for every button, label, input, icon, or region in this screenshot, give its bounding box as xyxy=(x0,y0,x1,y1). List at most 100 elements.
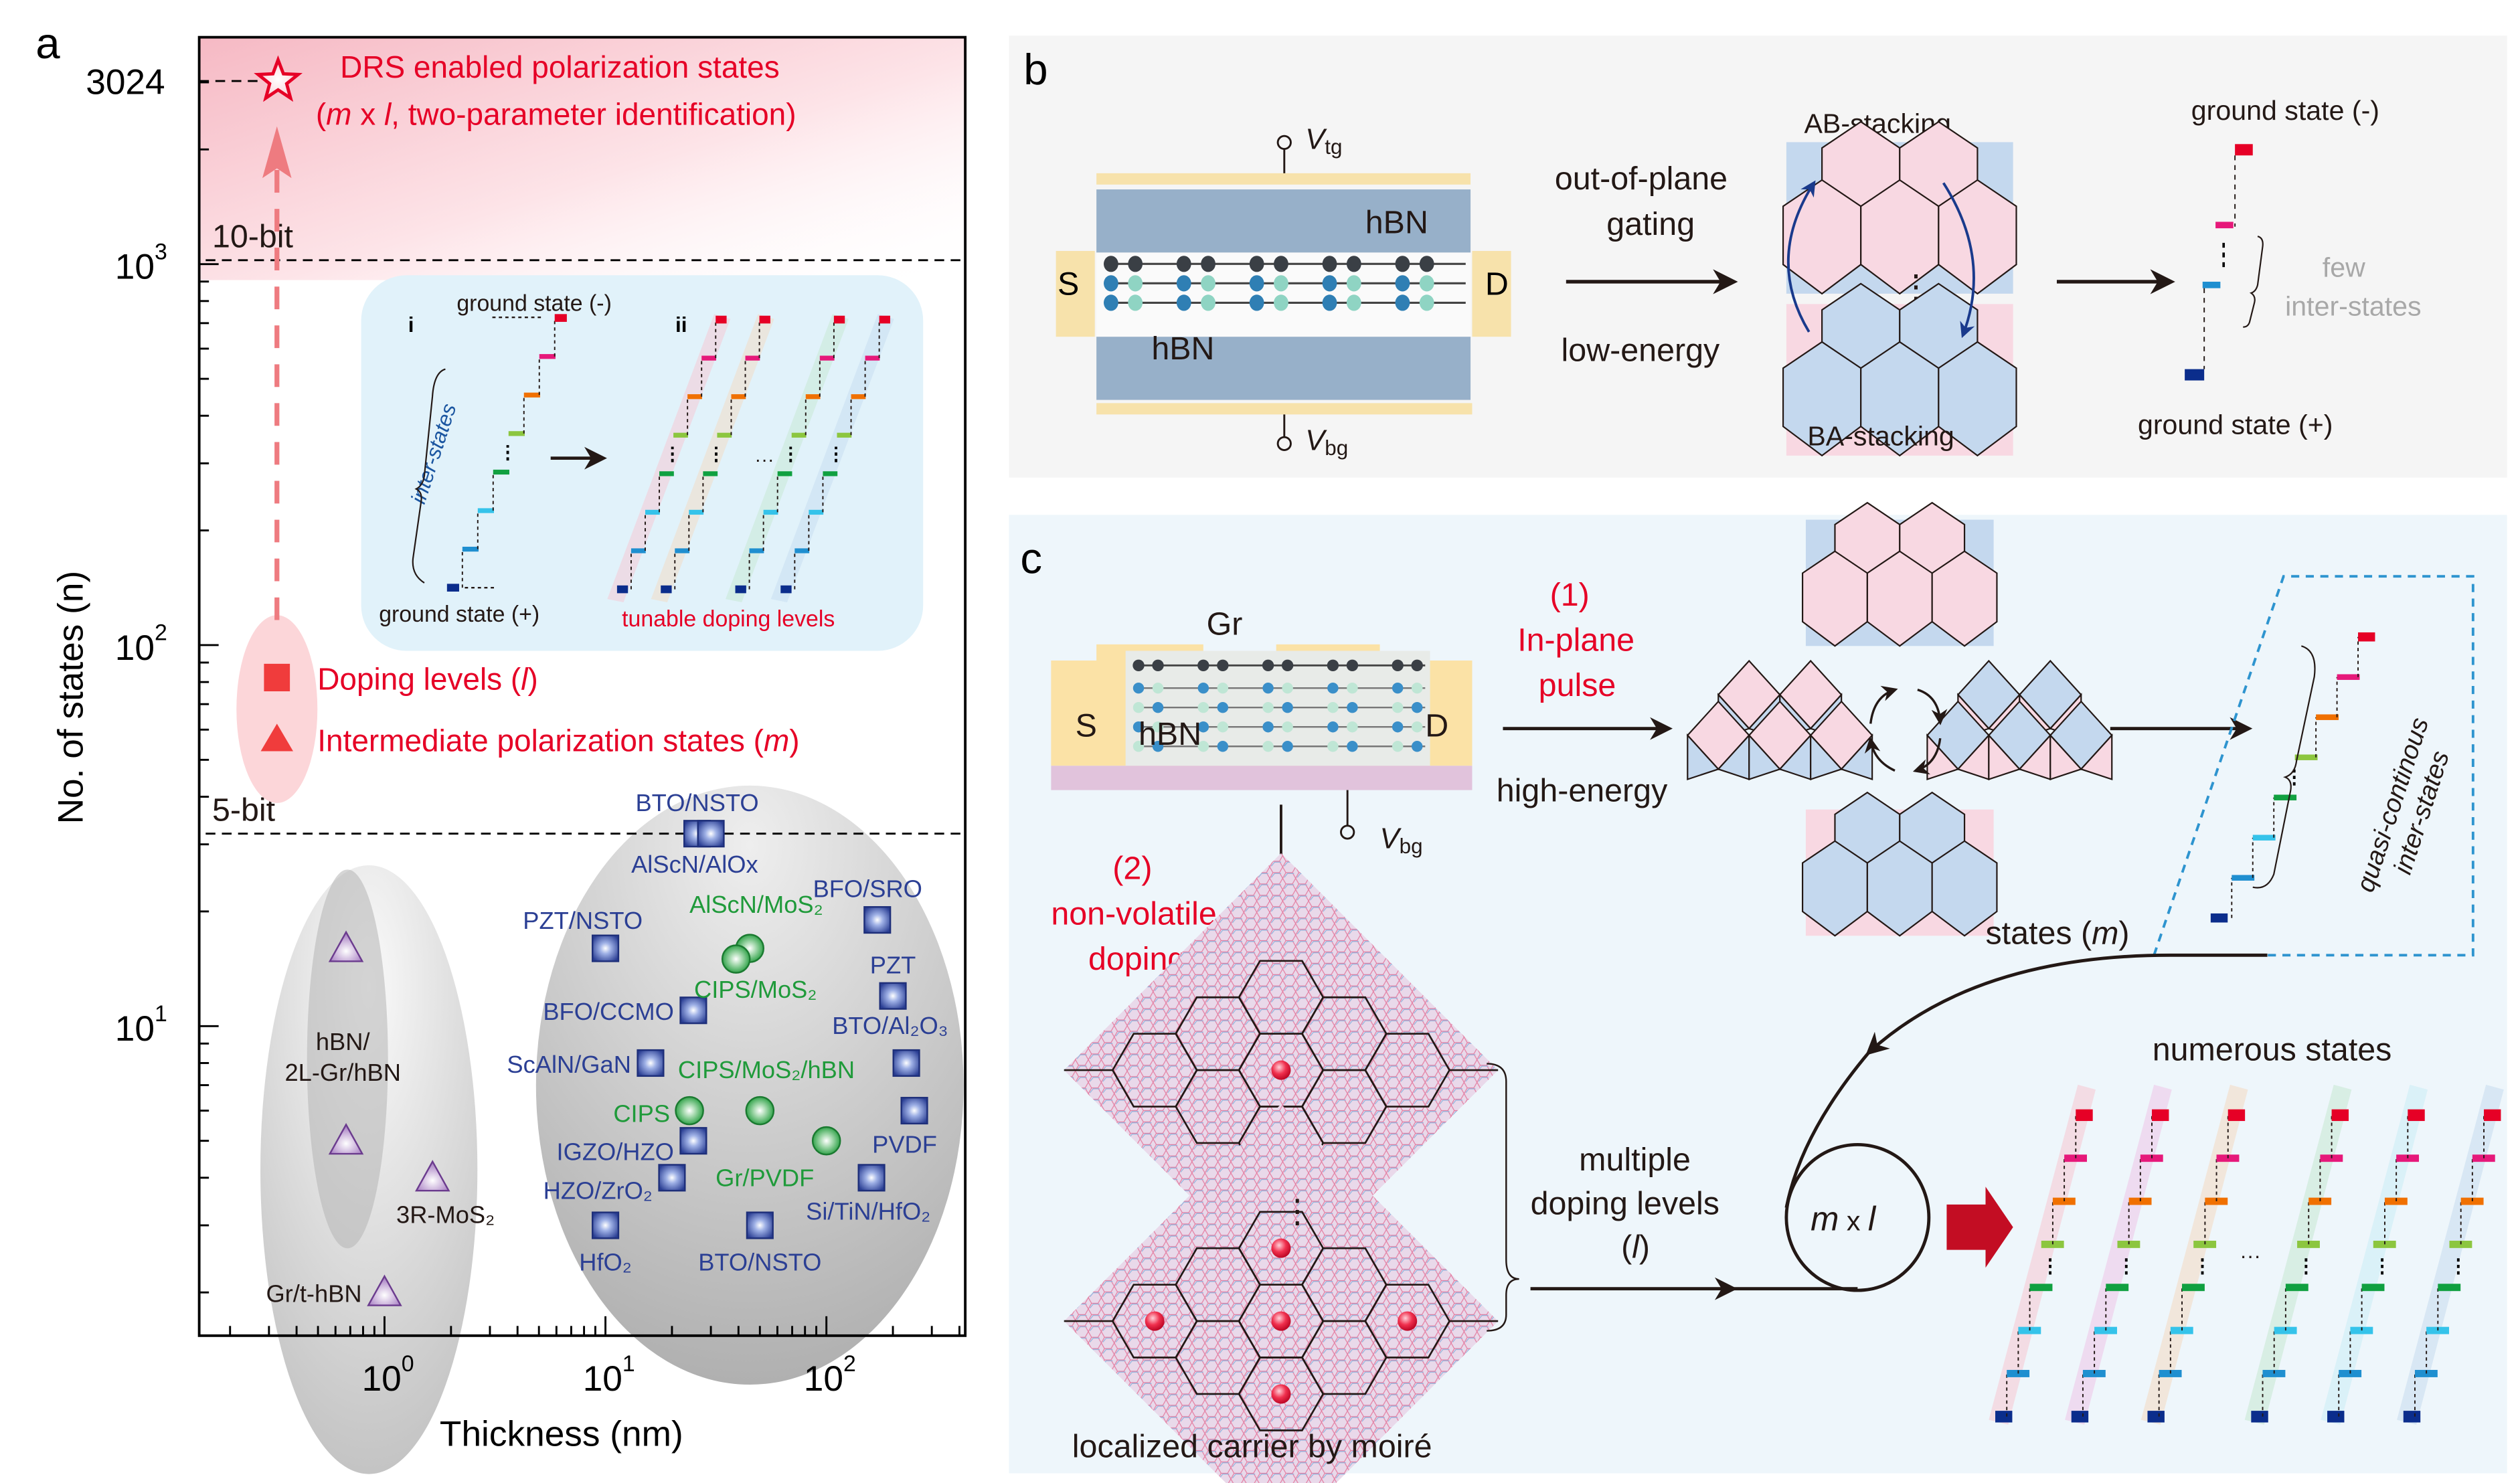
atom xyxy=(1346,275,1361,292)
quasi-level xyxy=(2274,794,2297,800)
cycle-arrow-4 xyxy=(1864,736,1896,772)
atom xyxy=(1128,275,1143,292)
numerous-level xyxy=(2408,1109,2425,1122)
inset-background xyxy=(361,275,924,651)
data-point-label: Gr/t-hBN xyxy=(266,1280,361,1308)
moire-vdots: ⋮ xyxy=(1281,1194,1313,1230)
data-point-label: CIPS xyxy=(613,1100,670,1128)
data-point-square xyxy=(857,1164,886,1192)
numerous-level xyxy=(2182,1284,2205,1292)
c-domain-right-cell xyxy=(1988,733,2021,780)
top-hbn-label: hBN xyxy=(1365,204,1428,240)
atom xyxy=(1411,741,1423,752)
atom xyxy=(1411,659,1423,672)
inset-ii-level xyxy=(851,394,866,400)
inset-i-level xyxy=(539,354,556,359)
drs-title-line2: (m x l, two-parameter identification) xyxy=(316,96,796,131)
states-m-label: states (m) xyxy=(1986,915,2130,951)
atom xyxy=(1132,741,1145,752)
c-domain-left-cell xyxy=(1687,733,1720,780)
legend-ellipse xyxy=(236,615,318,803)
inset-staircase-i xyxy=(446,314,567,592)
inset-ii-level xyxy=(661,585,672,594)
atom xyxy=(1395,256,1410,272)
top-hbn-layer xyxy=(1096,189,1471,253)
numerous-level xyxy=(2285,1284,2308,1292)
atom xyxy=(1217,721,1229,733)
data-point-label: BFO/CCMO xyxy=(543,998,674,1025)
inset-ii-level xyxy=(749,548,764,553)
source-label: S xyxy=(1058,266,1079,302)
vtg-label: Vtg xyxy=(1305,124,1342,159)
cycle-arrows xyxy=(1864,685,1948,775)
atom xyxy=(1274,275,1288,292)
inset-tunable-label: tunable doping levels xyxy=(622,606,835,632)
inset-ii-column-band xyxy=(607,314,731,602)
localized-carrier xyxy=(1271,1060,1291,1080)
data-point-label: 3R-MoS₂ xyxy=(396,1201,495,1229)
c-domain-left-cell xyxy=(1810,733,1843,780)
b-level-ground-minus xyxy=(2235,144,2253,156)
atom xyxy=(1128,294,1143,311)
data-point-label: HZO/ZrO₂ xyxy=(543,1176,653,1204)
data-point-triangle xyxy=(415,1160,450,1192)
numerous-states-columns xyxy=(1989,1084,2504,1425)
inset-ii-level xyxy=(616,585,628,594)
inset-i-level xyxy=(523,392,540,398)
bottom-gate-terminal xyxy=(1276,436,1292,451)
quasi-continuous-frame xyxy=(2153,575,2474,957)
data-point-label: Gr/PVDF xyxy=(716,1164,814,1191)
quasi-level xyxy=(2210,913,2228,923)
cycle-arrow-3 xyxy=(1912,737,1942,775)
atom xyxy=(1262,659,1274,672)
c-source-label: S xyxy=(1076,708,1097,744)
c-drain-label: D xyxy=(1425,708,1448,744)
atom xyxy=(1392,741,1404,752)
localized-carrier-label: localized carrier by moiré xyxy=(1072,1428,1432,1464)
atom xyxy=(1152,741,1164,752)
inset-ii-level xyxy=(865,355,880,361)
step2-line1: non-volatile xyxy=(1051,895,1216,932)
quasi-brace xyxy=(2252,645,2316,889)
localized-carrier xyxy=(1271,1384,1291,1404)
c-hbn-label: hBN xyxy=(1139,716,1201,752)
upgrade-arrow-head xyxy=(262,126,292,179)
x-tick-label: 100 xyxy=(362,1351,414,1399)
data-point-square xyxy=(697,820,725,848)
inset-ii-level xyxy=(833,315,845,324)
inset-i-level xyxy=(446,584,459,592)
data-point-square xyxy=(592,934,620,962)
inset-ii-level xyxy=(763,509,778,515)
c-ba-stacking-cell xyxy=(1931,840,1998,937)
numerous-column-band xyxy=(2321,1084,2428,1425)
atom xyxy=(1128,256,1143,272)
atom xyxy=(1132,659,1145,672)
numerous-level xyxy=(2071,1411,2089,1423)
inset-label-i: i xyxy=(408,313,414,337)
b-level-inter xyxy=(2202,281,2221,288)
inset-ii-level xyxy=(673,432,688,438)
moire-doping-patterns xyxy=(1064,853,1499,1483)
data-point-square xyxy=(746,1211,774,1239)
vbg-label: Vbg xyxy=(1305,425,1348,460)
atom xyxy=(1392,682,1404,694)
atom xyxy=(1197,741,1209,752)
atom xyxy=(1152,701,1164,713)
quasi-level xyxy=(2316,714,2339,720)
gating-label-line1: out-of-plane xyxy=(1555,161,1728,197)
b-level-inter xyxy=(2215,222,2234,229)
inset-ii-level xyxy=(819,355,835,361)
atom xyxy=(1262,721,1274,733)
inset-i-level xyxy=(554,314,567,322)
drs-highlight-region xyxy=(199,37,966,280)
numerous-level xyxy=(2147,1411,2165,1423)
c-gate-terminal xyxy=(1340,824,1355,840)
inset-i-level xyxy=(493,469,509,475)
doping-brace xyxy=(1487,1063,1519,1332)
atom xyxy=(1132,721,1145,733)
inset-ii-level xyxy=(777,471,792,476)
data-point-triangle xyxy=(367,1274,402,1306)
atom xyxy=(1104,294,1118,311)
inset-ii-level xyxy=(879,315,890,324)
data-point-circle xyxy=(675,1096,704,1126)
